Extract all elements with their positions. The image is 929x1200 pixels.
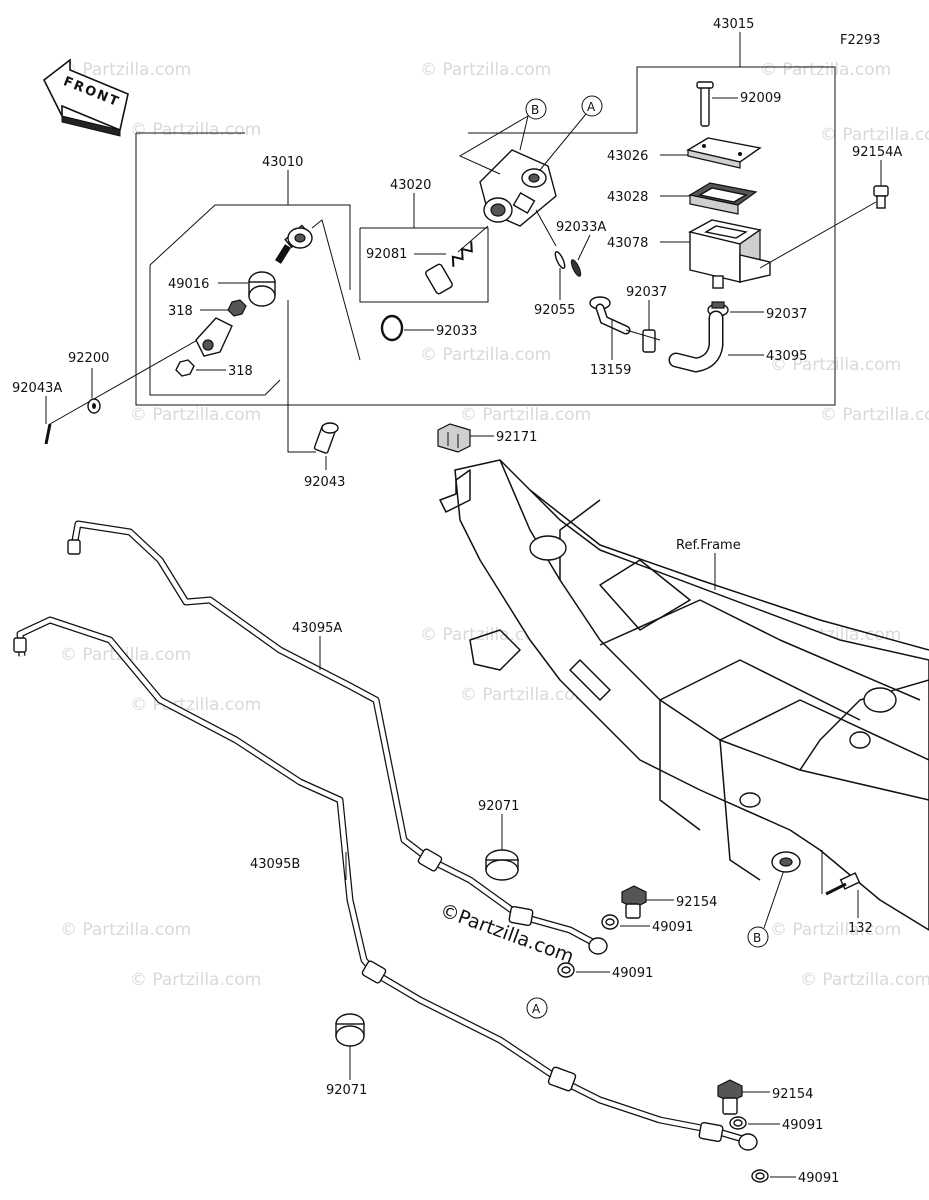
label-92071-upper: 92071 — [478, 799, 519, 814]
label-49091-a: 49091 — [652, 920, 693, 935]
circlip-92033A — [570, 234, 591, 277]
banjo-bolt-92154-lower — [717, 1079, 770, 1115]
circlip-92033 — [380, 314, 434, 342]
label-92043: 92043 — [304, 475, 345, 490]
label-43095A: 43095A — [292, 621, 342, 636]
label-43095B: 43095B — [250, 857, 300, 872]
assembly-43020-box — [359, 193, 489, 303]
washer-92200 — [87, 368, 101, 414]
label-13159: 13159 — [590, 363, 631, 378]
watermark: © Partzilla.com — [60, 60, 191, 80]
label-132: 132 — [848, 921, 873, 936]
reservoir-43078 — [660, 201, 877, 289]
bracket-92171 — [437, 423, 494, 453]
fitting-13159 — [589, 296, 661, 360]
pin-92043 — [287, 300, 339, 470]
label-49016: 49016 — [168, 277, 209, 292]
label-92154-upper: 92154 — [676, 895, 717, 910]
label-92009: 92009 — [740, 91, 781, 106]
assembly-43015-box — [135, 32, 836, 406]
label-49091-d: 49091 — [798, 1171, 839, 1186]
watermark: © Partzilla.com — [460, 405, 591, 425]
brake-pipe-43095A — [67, 520, 608, 955]
nut-318-upper — [200, 299, 247, 317]
master-cylinder — [457, 149, 557, 253]
label-43026: 43026 — [607, 149, 648, 164]
callout-b-top-label: B — [531, 103, 539, 117]
hose-43095 — [668, 310, 764, 373]
watermark: © Partzilla.com — [130, 970, 261, 990]
bolt-132 — [821, 850, 861, 918]
lever-arm — [195, 317, 233, 357]
label-92033: 92033 — [436, 324, 477, 339]
oring-92055 — [554, 251, 566, 300]
frame — [439, 459, 929, 931]
clamp-92037-lower — [642, 300, 656, 353]
watermark: © Partzilla.com — [130, 405, 261, 425]
label-92171: 92171 — [496, 430, 537, 445]
diaphragm-43028 — [660, 182, 758, 215]
label-43020: 43020 — [390, 178, 431, 193]
callout-b-bottom-label: B — [753, 931, 761, 945]
bolt-92009 — [696, 81, 738, 127]
watermark: © Partzilla.com — [460, 685, 591, 705]
washer-49091-c — [729, 1116, 780, 1130]
label-43078: 43078 — [607, 236, 648, 251]
watermark: © Partzilla.com — [770, 355, 901, 375]
label-92037-left: 92037 — [626, 285, 667, 300]
watermark: © Partzilla.com — [130, 695, 261, 715]
banjo-bolt-92154-upper — [621, 885, 674, 919]
bolt-92043A — [44, 329, 216, 445]
watermark: © Partzilla.com — [760, 60, 891, 80]
watermark: © Partzilla.com — [820, 405, 929, 425]
label-49091-b: 49091 — [612, 966, 653, 981]
label-318-upper: 318 — [168, 304, 193, 319]
label-43015: 43015 — [713, 17, 754, 32]
cap-43026 — [660, 137, 762, 169]
washer-49091-b — [557, 962, 610, 978]
assembly-43010-box — [149, 170, 351, 396]
grommet-92071-lower — [335, 1013, 365, 1080]
label-92043A: 92043A — [12, 381, 62, 396]
callout-b-top: B — [458, 98, 547, 175]
callout-a-bottom: A — [526, 997, 548, 1019]
nut-318-lower — [175, 359, 226, 377]
washer-49091-d — [751, 1169, 796, 1183]
figure-code: F2293 — [840, 33, 881, 48]
label-92154-lower: 92154 — [772, 1087, 813, 1102]
brake-pipe-43095B — [13, 616, 758, 1151]
label-318-lower: 318 — [228, 364, 253, 379]
label-92081: 92081 — [366, 247, 407, 262]
collar-49016 — [218, 271, 276, 307]
washer-49091-a — [601, 914, 650, 930]
label-49091-c: 49091 — [782, 1118, 823, 1133]
spring-92081 — [414, 241, 473, 295]
label-43095: 43095 — [766, 349, 807, 364]
grommet-92071-upper — [485, 814, 519, 881]
ref-frame-label: Ref.Frame — [676, 538, 741, 553]
label-92055: 92055 — [534, 303, 575, 318]
watermark: © Partzilla.com — [770, 920, 901, 940]
label-43028: 43028 — [607, 190, 648, 205]
label-92200: 92200 — [68, 351, 109, 366]
label-92037-right: 92037 — [766, 307, 807, 322]
watermark: © Partzilla.com — [130, 120, 261, 140]
screw-92154A — [873, 160, 889, 209]
label-92071-lower: 92071 — [326, 1083, 367, 1098]
callout-b-bottom: B — [747, 851, 801, 948]
callout-a-top-label: A — [587, 100, 596, 114]
callout-a-top: A — [539, 95, 603, 171]
lever-bolt-43010 — [275, 219, 361, 361]
watermark: © Partzilla.com — [800, 970, 929, 990]
label-92033A: 92033A — [556, 220, 606, 235]
watermark: © Partzilla.com — [820, 125, 929, 145]
label-43010: 43010 — [262, 155, 303, 170]
watermark: © Partzilla.com — [60, 920, 191, 940]
watermark: © Partzilla.com — [420, 345, 551, 365]
callout-a-bottom-label: A — [532, 1002, 541, 1016]
label-92154A: 92154A — [852, 145, 902, 160]
watermark: © Partzilla.com — [420, 60, 551, 80]
